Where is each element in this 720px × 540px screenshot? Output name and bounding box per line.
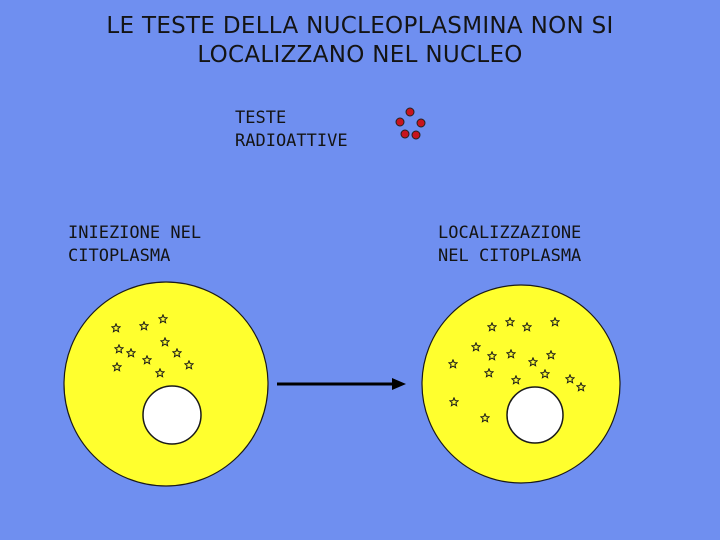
nucleus (143, 386, 201, 444)
radioactive-head (396, 118, 404, 126)
nucleus (507, 387, 563, 443)
cytoplasm (422, 285, 620, 483)
localized-cell (422, 285, 620, 483)
radioactive-head (417, 119, 425, 127)
cytoplasm (64, 282, 268, 486)
radioactive-head (412, 131, 420, 139)
radioactive-heads (396, 108, 425, 139)
injected-cell (64, 282, 268, 486)
process-arrow (277, 378, 406, 390)
radioactive-head (401, 130, 409, 138)
radioactive-head (406, 108, 414, 116)
